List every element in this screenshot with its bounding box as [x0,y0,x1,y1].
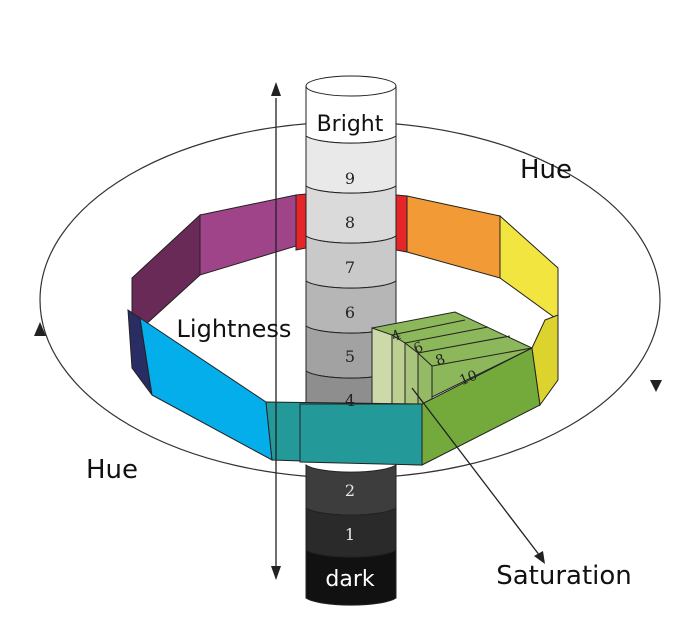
ring-back-red-left [295,193,307,251]
label-hue-left: Hue [86,455,138,485]
lightness-level-1: 1 [345,525,355,544]
sat-step-6 [391,334,406,409]
saturation-level-10: 10 [457,368,480,390]
lightness-level-6: 6 [345,303,355,322]
saturation-wedge [371,311,534,409]
ring-back-red-right [395,194,408,253]
label-saturation: Saturation [496,561,632,591]
hue-orbit-arrow-left [34,322,46,336]
cyl-segment-dark [305,549,397,606]
label-hue-top: Hue [520,155,572,185]
cyl-top-cap [305,75,397,97]
lightness-arrow-up [271,82,281,96]
lightness-level-9: 9 [345,169,355,188]
lightness-level-2: 2 [345,481,355,500]
label-lightness: Lightness [177,315,292,343]
saturation-pointer-line [411,387,541,557]
label-bright: Bright [317,112,384,137]
sat-step-4 [371,327,393,409]
lightness-level-5: 5 [345,347,355,366]
ring-back-purple [199,194,297,276]
ring-front-yellow-side [531,314,559,407]
ring-back-orange [406,195,501,279]
saturation-pointer-arrowhead [534,551,545,564]
lightness-arrow-down [271,566,281,580]
label-dark: dark [325,567,374,592]
ring-front-teal-over-cylinder [299,403,423,466]
lightness-level-4: 4 [345,391,355,410]
lightness-level-7: 7 [345,258,355,277]
ring-back-yellow [499,214,559,321]
lightness-level-8: 8 [345,213,355,232]
dark-cylinder [305,464,397,606]
hue-orbit-arrow-right [650,380,662,392]
